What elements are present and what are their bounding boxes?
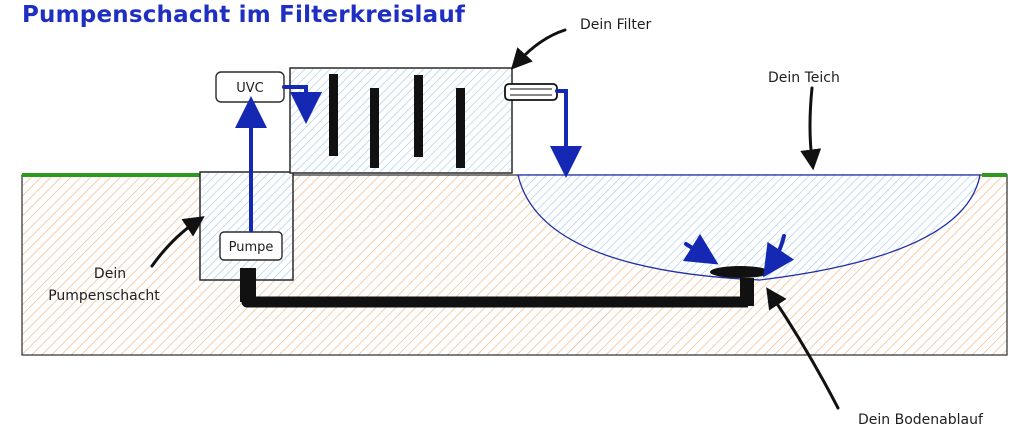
- filter-baffle-4: [456, 88, 465, 168]
- pump-label: Pumpe: [229, 240, 274, 255]
- flow-arrows: [235, 85, 795, 278]
- uvc-label: UVC: [236, 81, 264, 96]
- filter-box: [289, 67, 558, 174]
- pump-shaft-label-line1: Dein: [94, 266, 126, 282]
- flow-arrow-uvc-to-filter: [282, 85, 322, 124]
- uvc-unit: UVC: [215, 71, 285, 103]
- bottom-drain-label: Dein Bodenablauf: [858, 412, 984, 428]
- filter-label: Dein Filter: [580, 17, 652, 33]
- pond: [517, 174, 981, 281]
- pump-shaft: [199, 171, 294, 281]
- filter-baffle-3: [414, 75, 423, 157]
- bottom-drain-icon: [710, 266, 770, 278]
- pointer-arrow-bottom-drain: [766, 287, 840, 410]
- filter-baffle-2: [370, 88, 379, 168]
- drain-pipe: [240, 266, 770, 308]
- pointer-arrow-pond: [800, 86, 822, 171]
- diagram-title: Pumpenschacht im Filterkreislauf: [22, 2, 466, 28]
- filter-outlet-pipe: [504, 83, 558, 101]
- pointer-arrow-pump-shaft: [150, 216, 205, 268]
- pointer-arrow-filter: [510, 28, 567, 70]
- pond-label: Dein Teich: [768, 70, 840, 86]
- pump-unit: Pumpe: [219, 231, 283, 261]
- pump-shaft-label-line2: Pumpenschacht: [48, 288, 160, 304]
- pointer-arrows: [150, 28, 840, 410]
- flow-arrow-into-drain-right: [763, 234, 795, 278]
- flow-arrow-into-drain-left: [682, 233, 719, 265]
- bottom-drain-riser: [740, 278, 754, 306]
- filter-baffle-1: [329, 74, 338, 156]
- flow-arrow-filter-to-pond: [550, 89, 582, 178]
